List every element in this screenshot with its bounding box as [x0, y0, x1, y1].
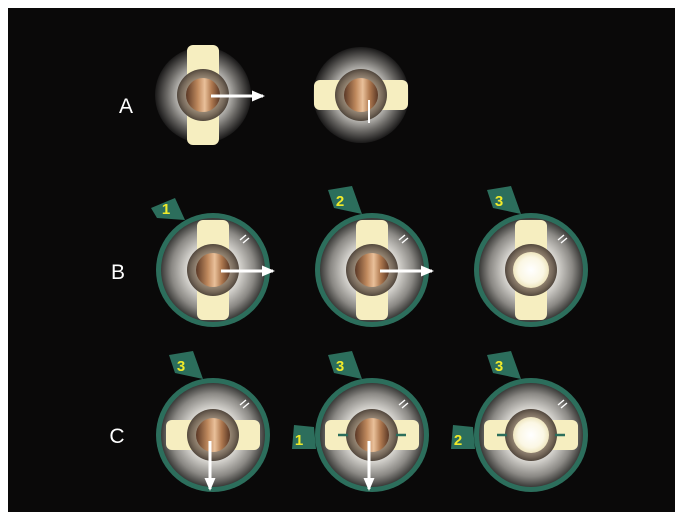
port-badge: 3 [487, 186, 521, 214]
cleared-capsule [513, 417, 549, 453]
port-badge: 3 [328, 351, 362, 379]
lens-nucleus [196, 253, 230, 287]
lens-nucleus [344, 78, 378, 112]
port-badge: 1 [151, 198, 185, 220]
lens-nucleus [355, 253, 389, 287]
port-number: 2 [454, 432, 462, 449]
port-number: 3 [177, 358, 185, 375]
port-number: 3 [495, 358, 503, 375]
port-number: 1 [295, 432, 303, 449]
lens-nucleus [196, 418, 230, 452]
row-label-b: B [111, 261, 125, 284]
port-number: 2 [336, 193, 344, 210]
port-badge: 3 [169, 351, 203, 379]
direction-arrow [221, 265, 275, 277]
direction-arrow [363, 441, 375, 491]
sideport-mark [398, 234, 409, 244]
eye-figure-5: 3 [474, 186, 588, 327]
eye-figure-3: 1 [151, 198, 275, 327]
eye-figure-8: 32 [451, 351, 588, 492]
eye-figure-2 [313, 47, 409, 143]
port-number: 3 [336, 358, 344, 375]
eye-figure-1 [155, 45, 265, 145]
row-label-c: C [109, 425, 124, 448]
eye-figure-7: 31 [292, 351, 429, 492]
port-badge: 2 [451, 425, 475, 449]
port-badge: 2 [328, 186, 362, 214]
lens-nucleus [186, 78, 220, 112]
row-label-a: A [119, 95, 133, 118]
sideport-mark [398, 399, 409, 409]
direction-arrow [380, 265, 434, 277]
sideport-mark [557, 399, 568, 409]
sideport-mark [239, 234, 250, 244]
sideport-mark [557, 234, 568, 244]
port-badge: 3 [487, 351, 521, 379]
lens-nucleus [355, 418, 389, 452]
direction-arrow [211, 90, 265, 102]
eye-figure-6: 3 [156, 351, 270, 492]
port-number: 1 [162, 201, 170, 218]
port-badge: 1 [292, 425, 316, 449]
eye-figure-4: 2 [315, 186, 434, 327]
sideport-mark [239, 399, 250, 409]
port-number: 3 [495, 193, 503, 210]
direction-arrow [204, 441, 216, 491]
cleared-capsule [513, 252, 549, 288]
